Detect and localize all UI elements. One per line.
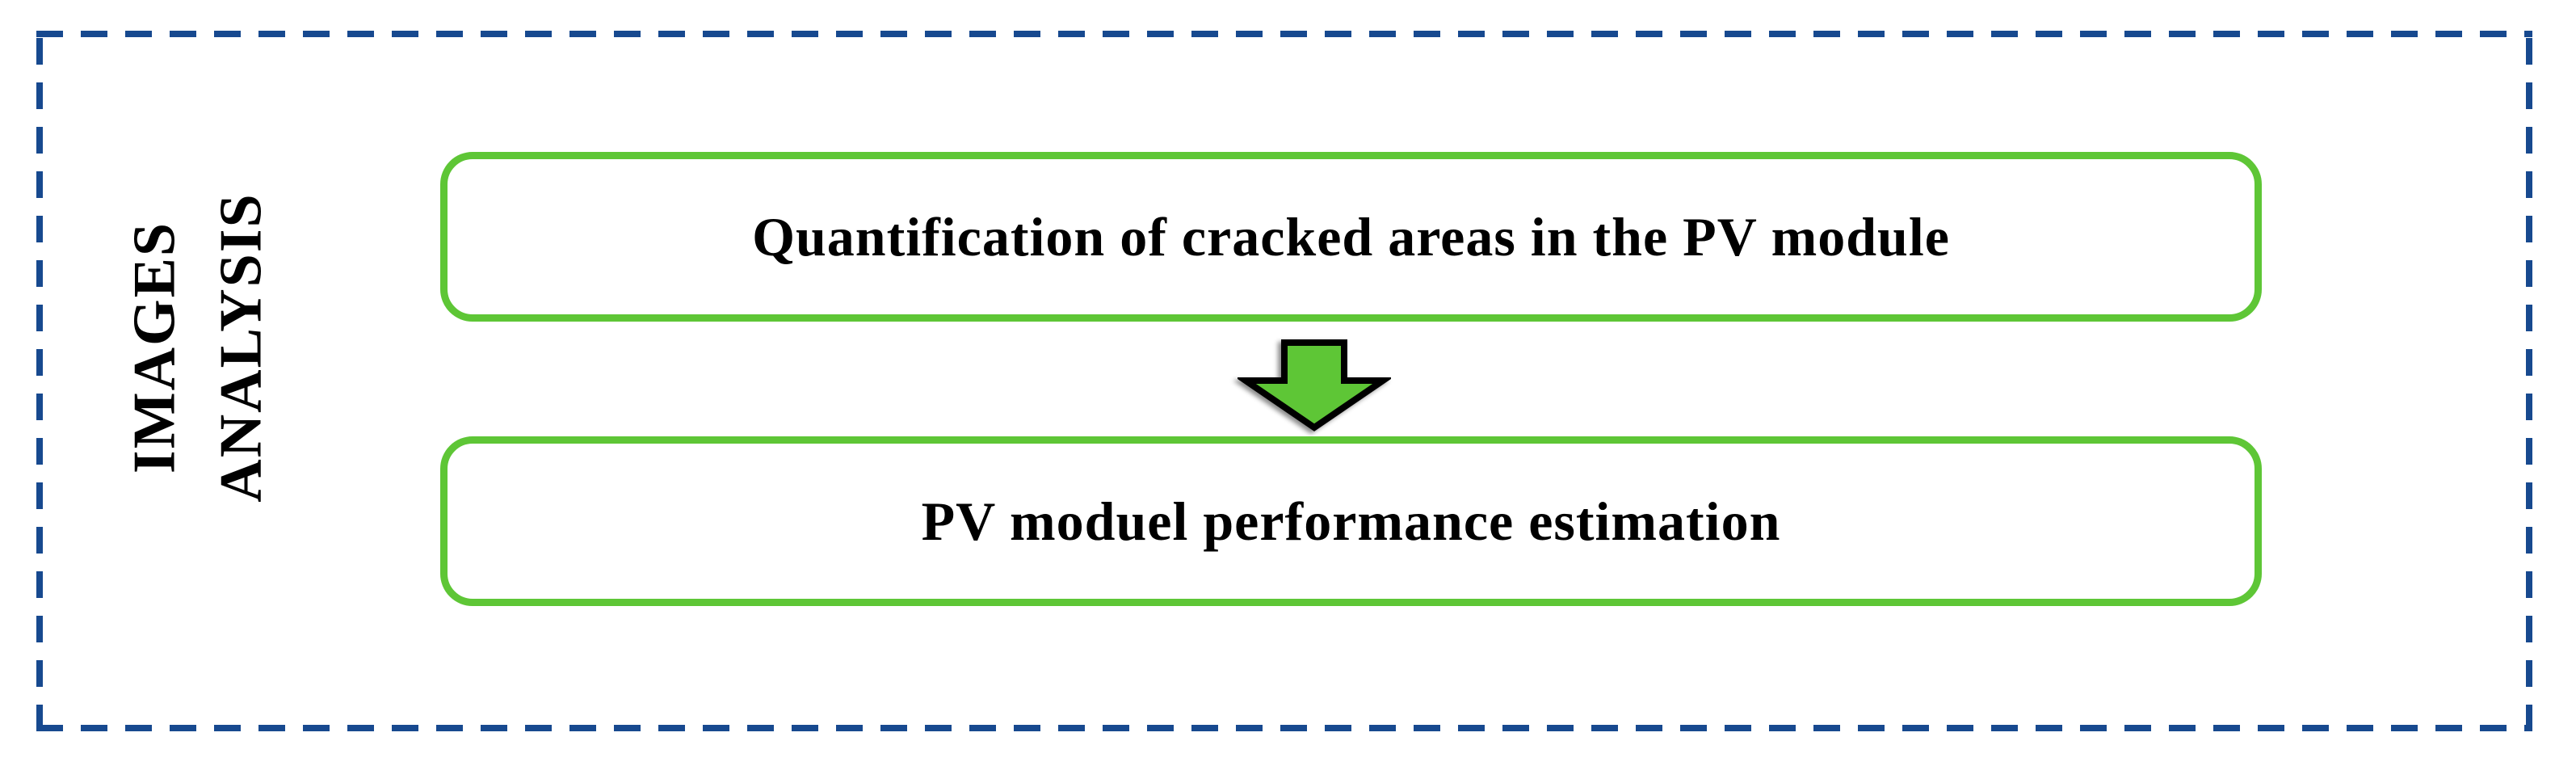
process-box-quantification: Quantification of cracked areas in the P… xyxy=(440,152,2262,322)
side-label: IMAGES ANALYSIS xyxy=(112,121,286,574)
process-box-performance-label: PV moduel performance estimation xyxy=(921,490,1781,552)
process-box-quantification-label: Quantification of cracked areas in the P… xyxy=(752,205,1950,267)
process-box-performance: PV moduel performance estimation xyxy=(440,436,2262,606)
side-label-line1: IMAGES xyxy=(121,221,188,474)
side-label-line2: ANALYSIS xyxy=(208,192,275,503)
down-arrow-icon xyxy=(1235,339,1393,434)
